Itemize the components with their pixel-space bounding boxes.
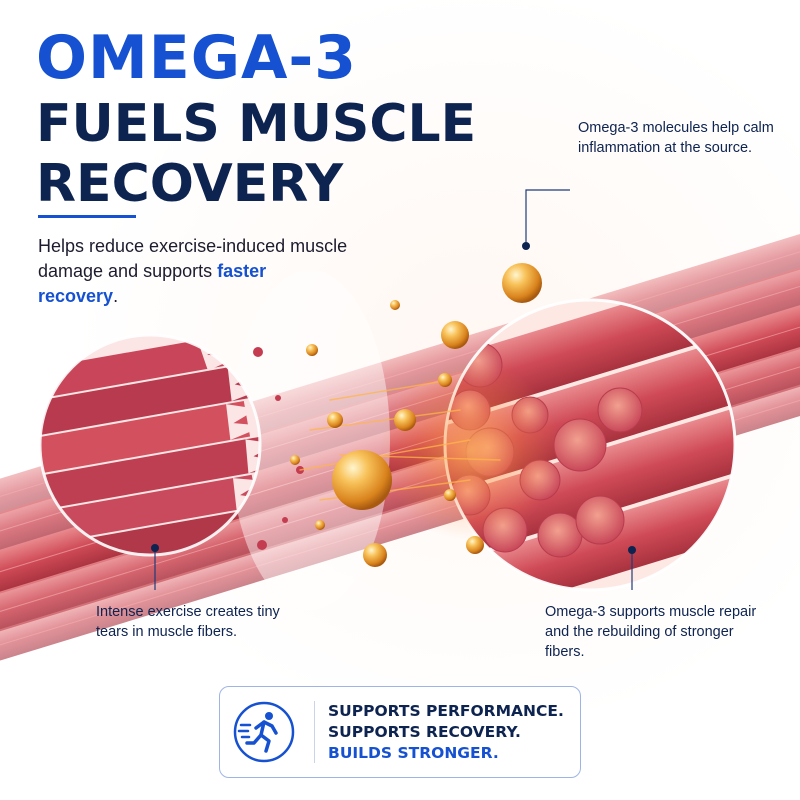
omega3-molecules [290,263,542,567]
badge-text: SUPPORTS PERFORMANCE. SUPPORTS RECOVERY.… [328,701,564,764]
headline: OMEGA-3 FUELS MUSCLE RECOVERY [36,28,476,210]
subheading-accent: faster recovery [38,261,267,306]
callout-muscle-repair: Omega-3 supports muscle repair and the r… [545,604,757,660]
badge-line-3: BUILDS STRONGER. [328,744,499,762]
headline-line-2: FUELS MUSCLE [36,94,477,154]
benefits-badge: SUPPORTS PERFORMANCE. SUPPORTS RECOVERY.… [219,686,581,778]
fiber-debris [253,347,304,550]
subheading-end: . [113,286,119,306]
badge-line-1: SUPPORTS PERFORMANCE. [328,702,564,720]
repaired-fibers-lens [380,298,737,592]
headline-line-1: OMEGA-3 [36,23,358,93]
damaged-fibers-lens [38,333,262,557]
callout-muscle-tears: Intense exercise creates tiny tears in m… [96,604,280,640]
badge-divider [314,701,315,763]
headline-underline [38,215,136,218]
callout-inflammation: Omega-3 molecules help calm inflammation… [578,120,774,156]
headline-line-3: RECOVERY [36,154,344,214]
running-person-icon [233,701,295,763]
badge-line-2: SUPPORTS RECOVERY. [328,723,521,741]
subheading: Helps reduce exercise-induced muscle dam… [38,234,348,309]
callout-leader-lines [154,189,633,590]
subheading-text: Helps reduce exercise-induced muscle dam… [38,236,348,281]
